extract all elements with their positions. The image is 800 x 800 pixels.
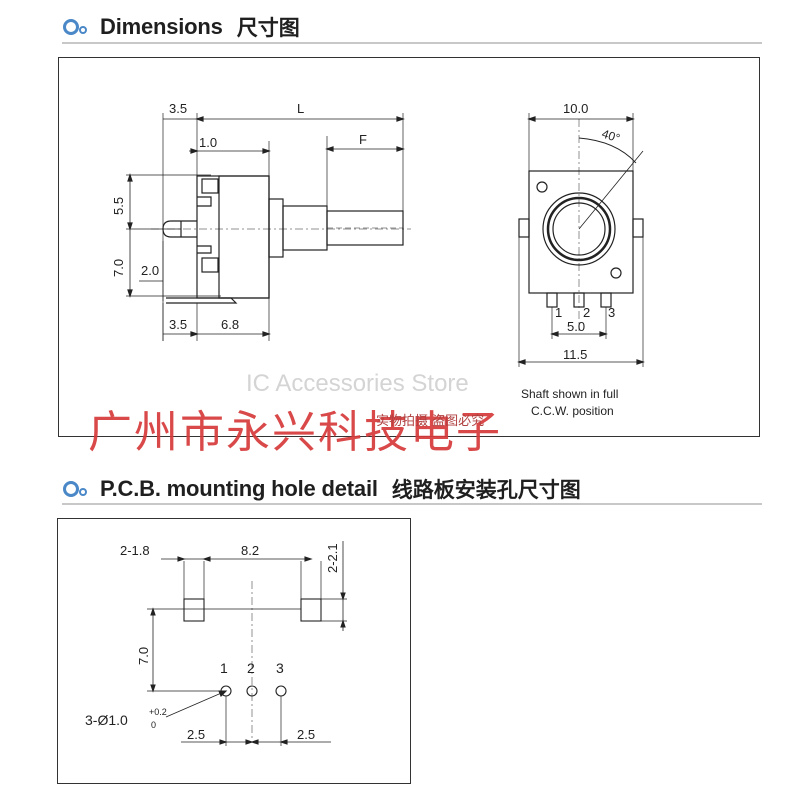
dim-5-0: 5.0 (567, 319, 585, 334)
dim-3-5-top: 3.5 (169, 101, 187, 116)
dim-11-5: 11.5 (563, 347, 587, 362)
dimensions-title-cn: 尺寸图 (236, 16, 300, 40)
small-watermark: 实物拍摄 盗图必究 (376, 414, 485, 429)
dim-F: F (359, 132, 367, 147)
front-pin-2: 2 (583, 305, 590, 320)
pcb-dim-7-0: 7.0 (136, 647, 151, 665)
dim-1-0: 1.0 (199, 135, 217, 150)
pcb-dim-2-1-8: 2-1.8 (120, 543, 150, 558)
pcb-panel: 2-1.8 8.2 2-2.1 7.0 1 2 3 3-Ø1.0 +0.2 0 … (57, 518, 411, 784)
pcb-dim-8-2: 8.2 (241, 543, 259, 558)
front-pin-3: 3 (608, 305, 615, 320)
dim-10-0: 10.0 (563, 101, 588, 116)
header-rule (62, 42, 762, 44)
front-pin-1: 1 (555, 305, 562, 320)
note-line-2: C.C.W. position (531, 404, 614, 418)
pcb-tol-plus: +0.2 (149, 707, 167, 717)
dimensions-title: Dimensions (100, 14, 223, 39)
pcb-dim-2-2-1: 2-2.1 (325, 543, 340, 573)
note-line-1: Shaft shown in full (521, 387, 618, 401)
dim-3-5-bottom: 3.5 (169, 317, 187, 332)
pcb-header: P.C.B. mounting hole detail 线路板安装孔尺寸图 (62, 474, 581, 504)
store-watermark: IC Accessories Store (246, 370, 469, 397)
company-watermark: 广州市永兴科技电子 (88, 407, 502, 458)
dimensions-panel: 3.5 L 1.0 F 5.5 7.0 2.0 3.5 6.8 10.0 40°… (58, 57, 760, 437)
pcb-pin-2: 2 (247, 660, 255, 676)
dim-2-0: 2.0 (141, 263, 159, 278)
bubble-icon (63, 481, 87, 497)
bubble-icon (63, 19, 87, 35)
pcb-hole-spec: 3-Ø1.0 (85, 712, 128, 728)
pcb-dim-2-5-left: 2.5 (187, 727, 205, 742)
side-view (126, 113, 411, 341)
dim-5-5: 5.5 (111, 197, 126, 215)
pcb-title: P.C.B. mounting hole detail (100, 476, 378, 501)
dim-L: L (297, 101, 304, 116)
dimensions-drawing: 3.5 L 1.0 F 5.5 7.0 2.0 3.5 6.8 10.0 40°… (111, 101, 645, 418)
pcb-title-cn: 线路板安装孔尺寸图 (391, 478, 581, 502)
dim-6-8: 6.8 (221, 317, 239, 332)
pcb-header-rule (62, 503, 762, 505)
pcb-tol-zero: 0 (151, 720, 156, 730)
dim-7-0: 7.0 (111, 259, 126, 277)
dimensions-header: Dimensions 尺寸图 (62, 12, 300, 42)
pcb-drawing: 2-1.8 8.2 2-2.1 7.0 1 2 3 3-Ø1.0 +0.2 0 … (85, 541, 347, 746)
front-view (517, 113, 645, 367)
pcb-pin-3: 3 (276, 660, 284, 676)
pcb-pin-1: 1 (220, 660, 228, 676)
pcb-dim-2-5-right: 2.5 (297, 727, 315, 742)
dim-angle: 40° (600, 127, 622, 146)
